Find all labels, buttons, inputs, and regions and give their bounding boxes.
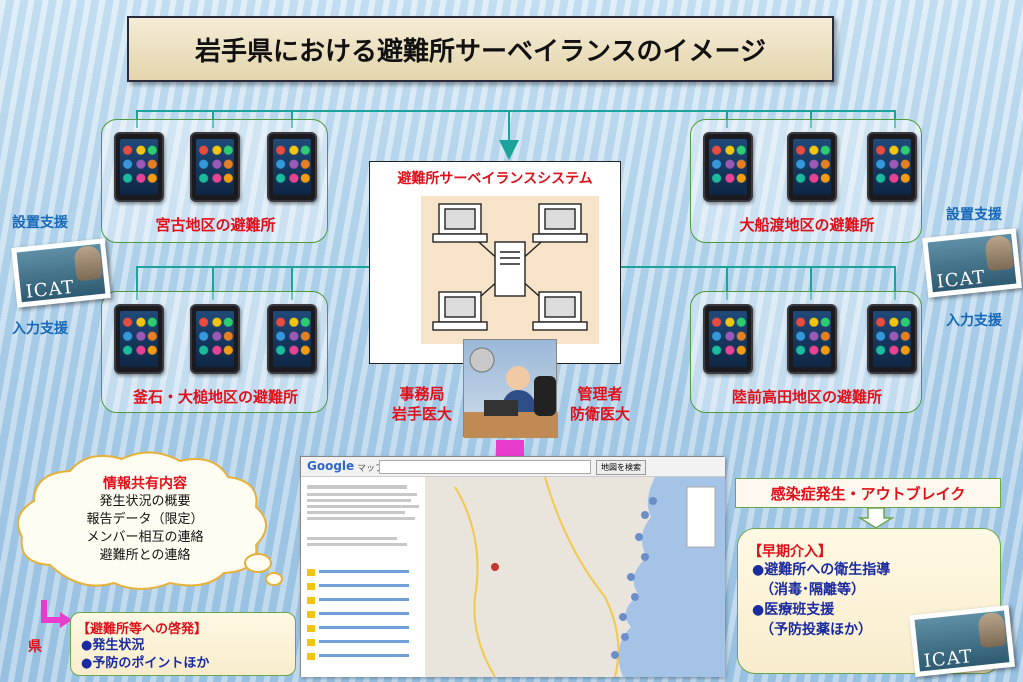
tablet-icon — [267, 132, 317, 202]
map-area[interactable] — [425, 477, 725, 677]
manager-line2: 防衛医大 — [569, 405, 630, 423]
setup-support-label-right: 設置支援 — [946, 207, 1002, 223]
early-item: （予防投薬ほか） — [760, 622, 872, 638]
info-share-item: 避難所との連絡 — [99, 548, 191, 563]
region-label: 釜石・大槌地区の避難所 — [132, 388, 298, 406]
icat-logo-bottom: ICAT — [909, 604, 1015, 678]
tablet-icon — [114, 304, 164, 374]
setup-support-label-left: 設置支援 — [12, 215, 68, 231]
region-label: 陸前高田地区の避難所 — [731, 388, 882, 406]
pref-item: ●発生状況 — [81, 638, 145, 653]
network-diagram — [421, 196, 599, 344]
icat-logo-right: ICAT — [922, 228, 1022, 298]
info-share-heading: 情報共有内容 — [103, 476, 187, 492]
info-share-cloud: 情報共有内容 発生状況の概要 報告データ（限定） メンバー相互の連絡 避難所との… — [10, 445, 283, 595]
info-share-item: メンバー相互の連絡 — [86, 530, 204, 545]
map-sidebar — [301, 477, 425, 677]
region-ofunato: 大船渡地区の避難所 — [690, 119, 922, 243]
cat-icon — [73, 244, 103, 282]
icat-logo-left: ICAT — [11, 238, 111, 308]
office-label: 事務局 岩手医大 — [384, 384, 460, 424]
pref-item: ●予防のポイントほか — [81, 656, 210, 671]
input-support-label-right: 入力支援 — [946, 313, 1002, 329]
system-title: 避難所サーベイランスシステム — [397, 171, 593, 187]
map-header: Google マップ 地図を検索 — [301, 457, 725, 477]
info-share-item: 発生状況の概要 — [99, 494, 191, 509]
tablet-icon — [703, 132, 753, 202]
tablet-icon — [703, 304, 753, 374]
region-kamaishi: 釜石・大槌地区の避難所 — [101, 291, 328, 413]
region-miyako: 宮古地区の避難所 — [101, 119, 328, 243]
icat-text: ICAT — [24, 276, 76, 303]
manager-label: 管理者 防衛医大 — [562, 384, 638, 424]
icat-text: ICAT — [935, 266, 987, 293]
tablet-icon — [867, 132, 917, 202]
page-title: 岩手県における避難所サーベイランスのイメージ — [127, 16, 834, 82]
region-rikuzentakata: 陸前高田地区の避難所 — [690, 291, 922, 413]
manager-photo — [463, 339, 558, 438]
cat-icon — [977, 611, 1007, 649]
info-share-item: 報告データ（限定） — [86, 512, 204, 527]
icat-text: ICAT — [922, 646, 974, 673]
prefecture-awareness-box: 【避難所等への啓発】 ●発生状況 ●予防のポイントほか — [70, 612, 296, 676]
google-map-screenshot[interactable]: Google マップ 地図を検索 — [300, 456, 725, 677]
manager-line1: 管理者 — [577, 385, 623, 403]
early-item: ●避難所への衛生指導 — [752, 562, 891, 578]
outbreak-box: 感染症発生・アウトブレイク — [735, 478, 1001, 508]
region-label: 大船渡地区の避難所 — [739, 216, 875, 234]
office-line1: 事務局 — [399, 385, 445, 403]
map-tab: マップ — [357, 464, 385, 474]
region-label: 宮古地区の避難所 — [155, 216, 276, 234]
tablet-icon — [787, 304, 837, 374]
office-line2: 岩手医大 — [391, 405, 452, 423]
google-logo: Google — [307, 459, 355, 473]
tablet-icon — [190, 304, 240, 374]
prefecture-label: 県 — [28, 639, 42, 655]
map-search-input[interactable] — [379, 460, 591, 474]
early-item: ●医療班支援 — [752, 602, 835, 618]
early-heading: 【早期介入】 — [748, 544, 832, 560]
tablet-icon — [867, 304, 917, 374]
pref-heading: 【避難所等への啓発】 — [77, 622, 208, 637]
early-item: （消毒･隔離等） — [760, 582, 865, 598]
tablet-icon — [114, 132, 164, 202]
tablet-icon — [787, 132, 837, 202]
tablet-icon — [267, 304, 317, 374]
input-support-label-left: 入力支援 — [12, 321, 68, 337]
map-search-button[interactable]: 地図を検索 — [596, 460, 646, 475]
tablet-icon — [190, 132, 240, 202]
cat-icon — [984, 234, 1014, 272]
network-diagram-svg — [432, 203, 588, 331]
